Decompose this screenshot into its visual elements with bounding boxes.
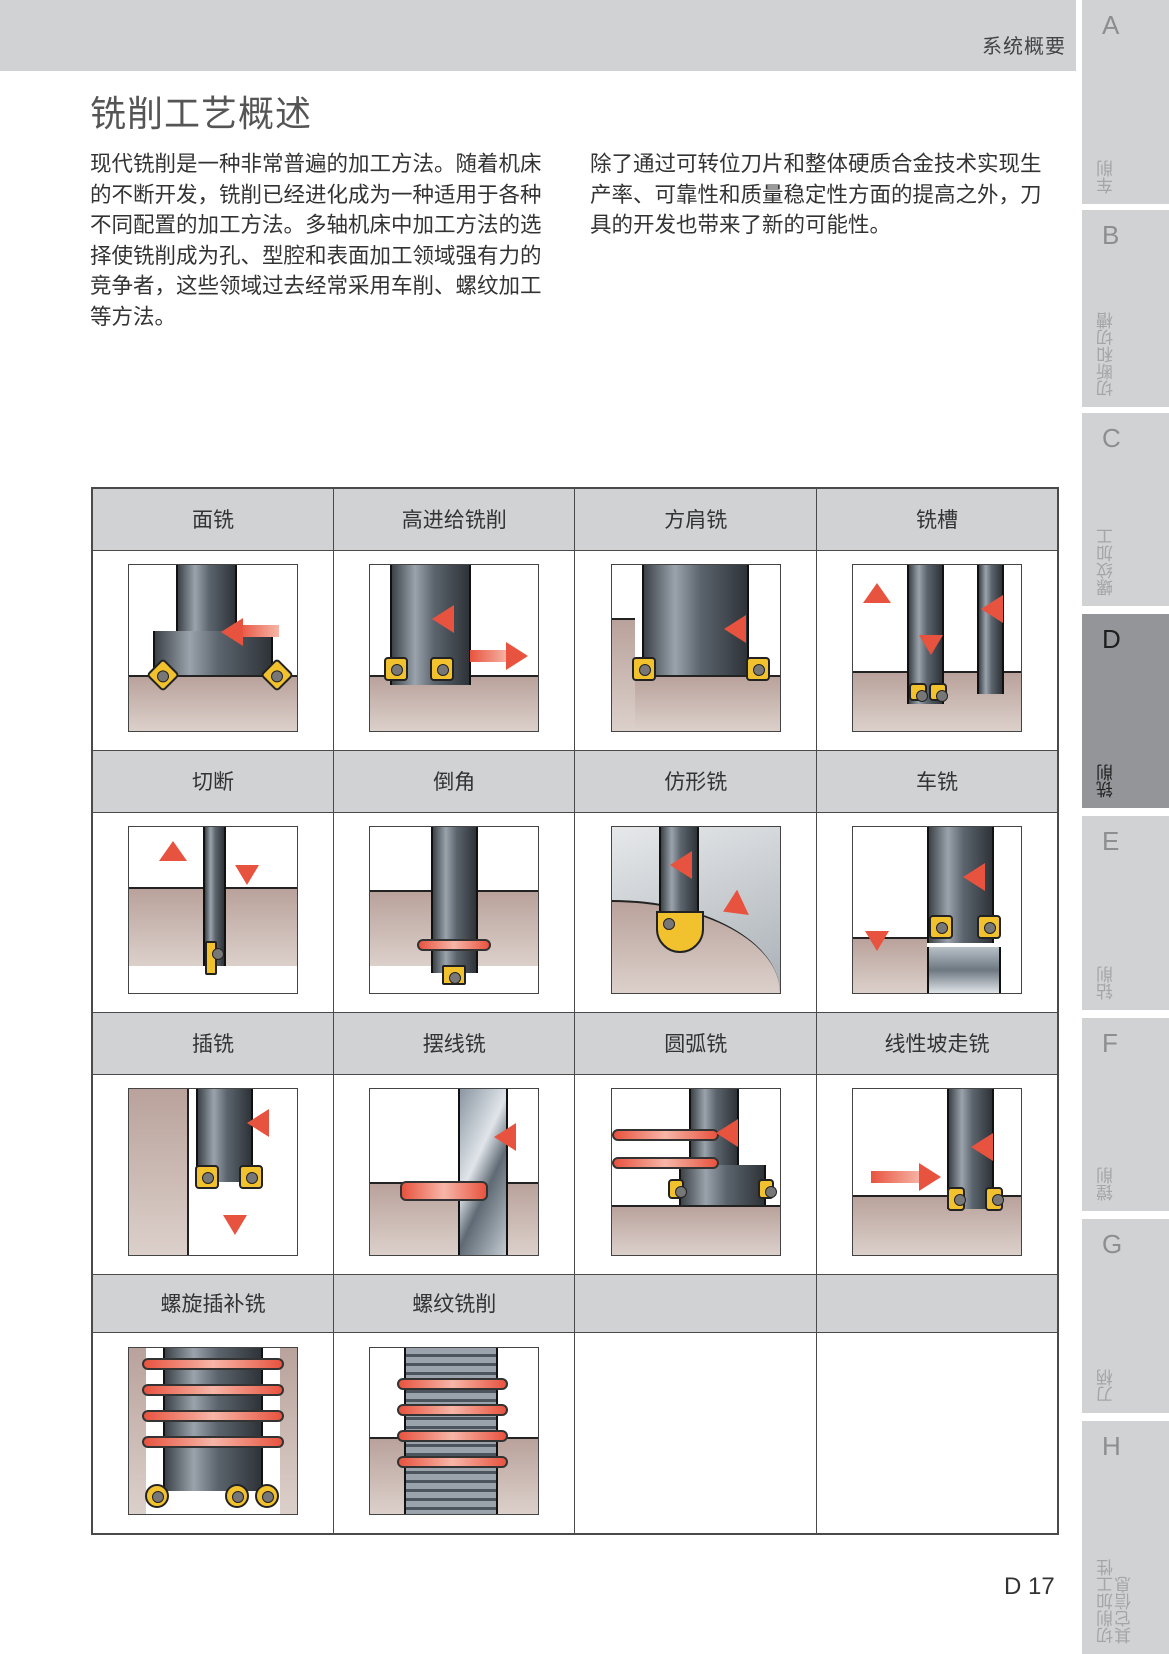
parting-off-illustration	[128, 826, 298, 994]
chapter-label: 切断和切槽	[1097, 312, 1117, 397]
chapter-tab-g[interactable]: G 刀柄	[1082, 1219, 1169, 1413]
milling-operations-table: 面铣 高进给铣削 方肩铣 铣槽	[91, 487, 1059, 1535]
op-label-shoulder: 方肩铣	[574, 487, 817, 551]
empty-cell	[574, 1331, 817, 1535]
page-title: 铣削工艺概述	[90, 94, 313, 135]
op-label-thread-milling: 螺纹铣削	[332, 1273, 576, 1333]
chapter-tab-c[interactable]: C 螺纹加工	[1082, 413, 1169, 606]
page-number: D 17	[1004, 1573, 1055, 1600]
helical-interpolation-illustration	[128, 1346, 298, 1515]
op-label-profile: 仿形铣	[574, 749, 817, 813]
slot-milling-illustration	[851, 564, 1022, 732]
table-image-row	[91, 811, 1059, 1013]
circular-milling-illustration	[610, 1088, 781, 1256]
chapter-tab-f[interactable]: F 镗削	[1082, 1018, 1169, 1211]
op-label-plunge: 插铣	[91, 1011, 334, 1075]
empty-cell	[815, 1331, 1059, 1535]
plunge-milling-illustration	[128, 1088, 298, 1256]
chapter-tab-h[interactable]: H 切削加工性 其它信息	[1082, 1421, 1169, 1654]
turn-milling-illustration	[851, 826, 1022, 994]
chapter-letter: E	[1102, 826, 1120, 856]
op-label-turn-milling: 车铣	[815, 749, 1059, 813]
op-label-circular: 圆弧铣	[574, 1011, 817, 1075]
chapter-label: 钻削	[1097, 966, 1117, 1000]
thread-milling-illustration	[369, 1346, 540, 1515]
chapter-label: 镗削	[1097, 1167, 1117, 1201]
table-header-row: 切断 倒角 仿形铣 车铣	[91, 749, 1059, 813]
empty-header-cell	[815, 1273, 1059, 1333]
intro-paragraph-right: 除了通过可转位刀片和整体硬质合金技术实现生产率、可靠性和质量稳定性方面的提高之外…	[590, 152, 1042, 238]
op-label-linear-ramping: 线性坡走铣	[815, 1011, 1059, 1075]
op-label-high-feed: 高进给铣削	[332, 487, 576, 551]
section-label: 系统概要	[982, 34, 1066, 58]
op-label-trochoidal: 摆线铣	[332, 1011, 576, 1075]
chapter-label: 铣削	[1097, 764, 1117, 798]
chapter-letter: C	[1102, 423, 1121, 453]
chamfering-illustration	[369, 826, 540, 994]
intro-paragraph-left: 现代铣削是一种非常普遍的加工方法。随着机床的不断开发，铣削已经进化成为一种适用于…	[90, 152, 542, 330]
chapter-letter: A	[1102, 10, 1120, 40]
table-header-row: 面铣 高进给铣削 方肩铣 铣槽	[91, 487, 1059, 551]
shoulder-milling-illustration	[610, 564, 781, 732]
chapter-tab-b[interactable]: B 切断和切槽	[1082, 210, 1169, 407]
op-label-chamfering: 倒角	[332, 749, 576, 813]
table-image-row	[91, 549, 1059, 751]
op-label-slot: 铣槽	[815, 487, 1059, 551]
chapter-letter: B	[1102, 220, 1120, 250]
op-label-helical-interpolation: 螺旋插补铣	[91, 1273, 334, 1333]
table-image-row	[91, 1331, 1059, 1535]
chapter-tab-d[interactable]: D 铣削	[1082, 614, 1169, 808]
face-milling-illustration	[128, 564, 298, 732]
op-label-face-milling: 面铣	[91, 487, 334, 551]
chapter-label: 刀柄	[1097, 1369, 1117, 1403]
chapter-letter: H	[1102, 1431, 1121, 1461]
profile-milling-illustration	[610, 826, 781, 994]
chapter-tab-a[interactable]: A 车削	[1082, 0, 1169, 204]
chapter-tabs: A 车削 B 切断和切槽 C 螺纹加工 D 铣削 E 钻削 F 镗削 G 刀柄 …	[1082, 0, 1169, 1654]
chapter-label: 螺纹加工	[1097, 528, 1117, 596]
chapter-label: 车削	[1097, 160, 1117, 194]
table-header-row: 螺旋插补铣 螺纹铣削	[91, 1273, 1059, 1333]
op-label-parting-off: 切断	[91, 749, 334, 813]
header-band: 系统概要	[0, 0, 1076, 71]
table-image-row	[91, 1073, 1059, 1275]
empty-header-cell	[574, 1273, 817, 1333]
chapter-label: 切削加工性 其它信息	[1097, 1559, 1135, 1644]
linear-ramping-illustration	[851, 1088, 1022, 1256]
high-feed-milling-illustration	[369, 564, 540, 732]
chapter-letter: D	[1102, 624, 1121, 654]
table-header-row: 插铣 摆线铣 圆弧铣 线性坡走铣	[91, 1011, 1059, 1075]
trochoidal-milling-illustration	[369, 1088, 540, 1256]
chapter-letter: F	[1102, 1028, 1118, 1058]
chapter-letter: G	[1102, 1229, 1123, 1259]
chapter-tab-e[interactable]: E 钻削	[1082, 816, 1169, 1010]
